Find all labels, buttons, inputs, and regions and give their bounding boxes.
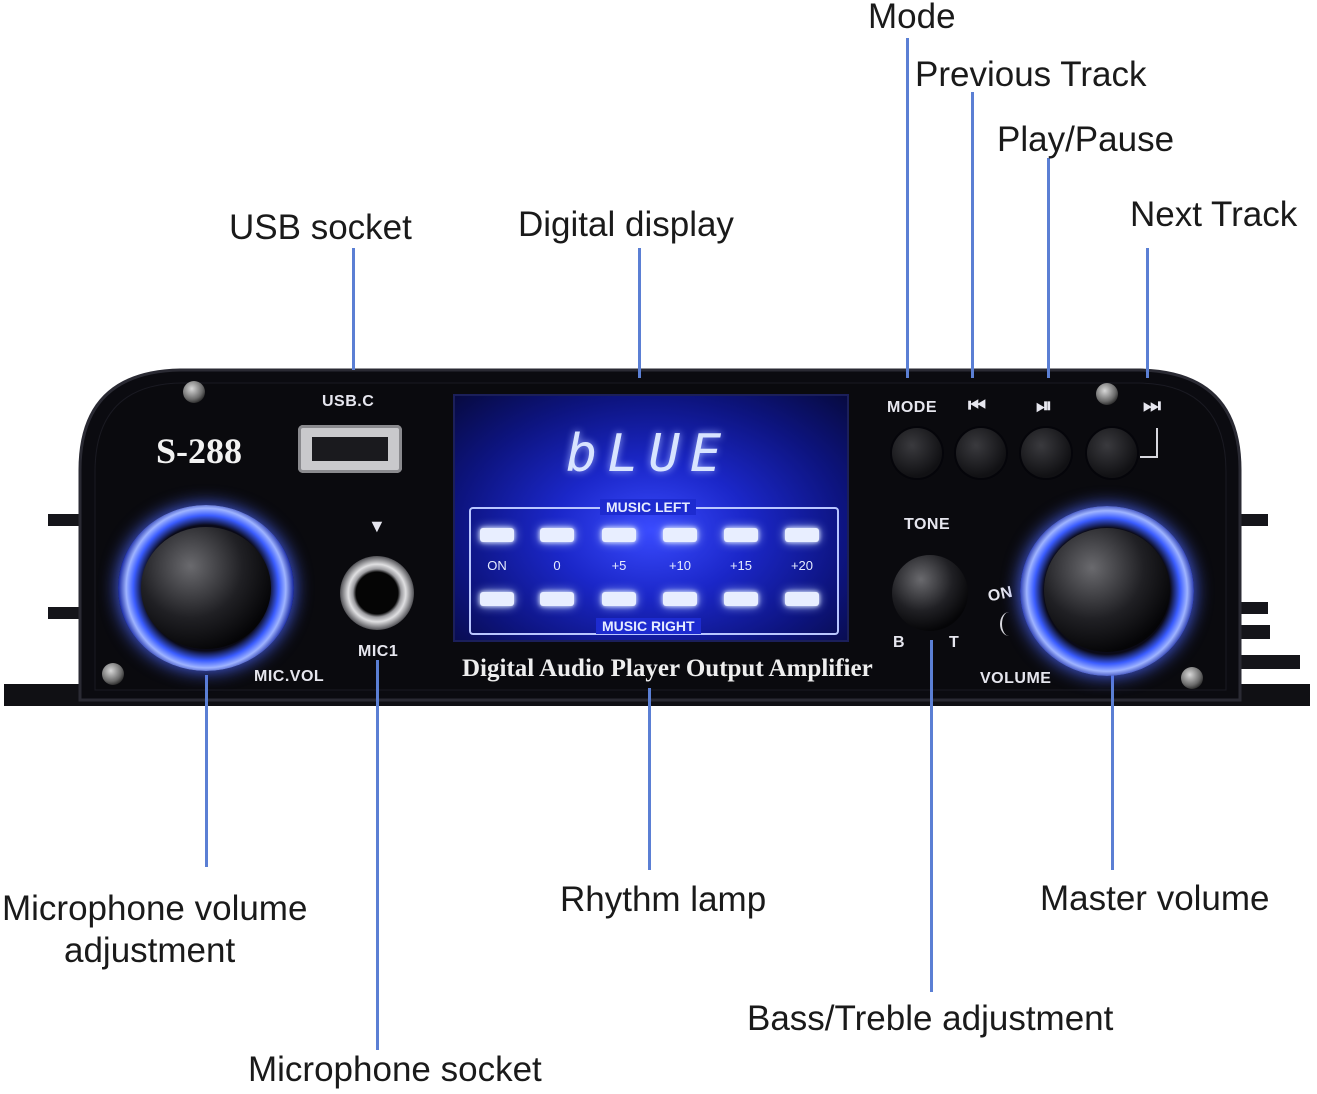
music-left-label: MUSIC LEFT — [600, 499, 696, 515]
led-scale-label: +10 — [668, 558, 692, 573]
rhythm-led-right-3 — [602, 592, 636, 606]
play-pause-button[interactable] — [1021, 428, 1071, 478]
rhythm-led-left-5 — [724, 528, 758, 542]
leader-line-master-volume — [1111, 672, 1114, 870]
callout-mode: Mode — [868, 0, 956, 36]
callout-mic-socket: Microphone socket — [248, 1050, 542, 1089]
mode-label: MODE — [887, 399, 937, 416]
led-scale-label: ON — [487, 558, 507, 573]
mic-vol-label: MIC.VOL — [254, 668, 325, 685]
callout-play-pause: Play/Pause — [997, 120, 1175, 159]
tone-bass-label: B — [893, 634, 906, 651]
callout-mic-volume-line1: Microphone volume — [2, 889, 308, 928]
callout-rhythm-lamp: Rhythm lamp — [560, 880, 767, 919]
leader-line-mode — [906, 38, 909, 378]
rhythm-led-right-2 — [540, 592, 574, 606]
music-right-label: MUSIC RIGHT — [596, 618, 701, 634]
power-on-arrow-icon — [1000, 612, 1018, 636]
rhythm-led-right-6 — [785, 592, 819, 606]
led-scale-label: +15 — [729, 558, 753, 573]
mic-arrow-icon: ▼ — [368, 516, 387, 536]
previous-track-icon: ⏮ — [968, 395, 987, 417]
play-pause-icon: ⏯ — [1036, 395, 1053, 417]
leader-line-usb-socket — [352, 248, 355, 370]
leader-line-previous-track — [971, 92, 974, 378]
led-scale-label: +20 — [790, 558, 814, 573]
leader-line-rhythm-lamp — [648, 688, 651, 870]
rhythm-led-left-3 — [602, 528, 636, 542]
product-tagline: Digital Audio Player Output Amplifier — [462, 655, 873, 682]
leader-line-next-track — [1146, 248, 1149, 378]
screw — [1096, 383, 1118, 405]
rhythm-led-left-2 — [540, 528, 574, 542]
rhythm-led-left-4 — [663, 528, 697, 542]
leader-line-mic-socket — [376, 660, 379, 1050]
screw — [102, 663, 124, 685]
model-name: S-288 — [156, 431, 243, 471]
volume-label: VOLUME — [980, 670, 1052, 687]
usb-port-slot — [312, 437, 388, 461]
callout-previous-track: Previous Track — [915, 55, 1147, 94]
callout-usb-socket: USB socket — [229, 208, 412, 247]
screw — [183, 381, 205, 403]
callout-bass-treble: Bass/Treble adjustment — [747, 999, 1114, 1038]
display-readout: bLUE — [566, 424, 732, 484]
master-volume-knob[interactable] — [1044, 528, 1170, 652]
next-track-bracket — [1140, 428, 1158, 458]
mode-button[interactable] — [892, 428, 942, 478]
led-scale-label: 0 — [553, 558, 561, 573]
rhythm-led-right-5 — [724, 592, 758, 606]
rhythm-led-left-6 — [785, 528, 819, 542]
callout-digital-display: Digital display — [518, 205, 734, 244]
previous-track-button[interactable] — [956, 428, 1006, 478]
tone-label: TONE — [904, 516, 951, 533]
usb-port[interactable] — [298, 425, 402, 473]
mic1-label: MIC1 — [358, 643, 399, 660]
digital-display — [455, 396, 847, 640]
rhythm-led-left-1 — [480, 528, 514, 542]
tone-treble-label: T — [949, 634, 960, 651]
leader-line-play-pause — [1047, 158, 1050, 378]
leader-line-digital-display — [638, 248, 641, 378]
leader-line-mic-volume — [205, 675, 208, 867]
next-track-icon: ⏭ — [1143, 395, 1162, 417]
screw — [1181, 667, 1203, 689]
rhythm-led-right-4 — [663, 592, 697, 606]
led-scale-label: +5 — [611, 558, 627, 573]
next-track-button[interactable] — [1087, 428, 1137, 478]
tone-knob[interactable] — [892, 555, 968, 631]
leader-line-bass-treble — [930, 640, 933, 992]
callout-master-volume: Master volume — [1040, 879, 1270, 918]
callout-next-track: Next Track — [1130, 195, 1298, 234]
callout-mic-volume-line2: adjustment — [64, 931, 236, 970]
mic-socket[interactable] — [340, 556, 414, 630]
rhythm-led-right-1 — [480, 592, 514, 606]
usb-label: USB.C — [322, 393, 375, 410]
mic-volume-knob[interactable] — [141, 527, 271, 649]
